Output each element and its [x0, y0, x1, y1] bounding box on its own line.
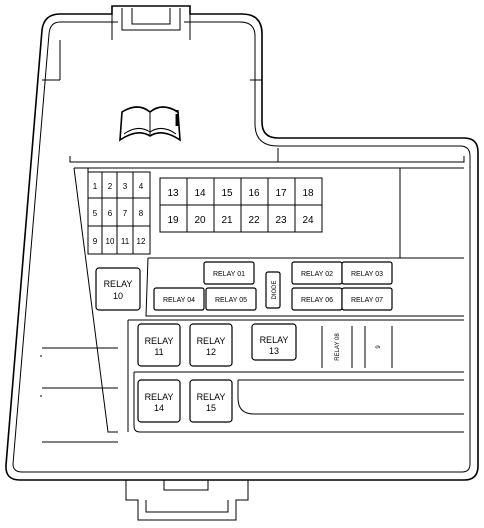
svg-text:RELAY 06: RELAY 06 — [301, 297, 333, 304]
relay-03: RELAY 03 — [341, 261, 393, 285]
svg-text:RELAY 04: RELAY 04 — [163, 297, 195, 304]
relay-02: RELAY 02 — [291, 261, 343, 285]
fuse-21: 21 — [221, 215, 233, 226]
fuse-15: 15 — [221, 188, 233, 199]
fuse-17: 17 — [275, 188, 287, 199]
svg-text:13: 13 — [269, 346, 279, 356]
relay-14: RELAY 14 — [137, 379, 181, 423]
relay-01: RELAY 01 — [203, 261, 255, 285]
fuse-9-small: 9 — [93, 237, 98, 246]
svg-text:RELAY 07: RELAY 07 — [351, 297, 383, 304]
relay-05: RELAY 05 — [205, 287, 257, 311]
owner-manual-icon: i — [119, 106, 181, 142]
fuse-12: 12 — [137, 237, 146, 246]
fuse-2: 2 — [108, 182, 113, 191]
svg-text:RELAY 05: RELAY 05 — [215, 297, 247, 304]
fuse-1: 1 — [93, 182, 98, 191]
svg-text:RELAY 08: RELAY 08 — [335, 333, 341, 361]
fuse-3: 3 — [123, 182, 128, 191]
fuse-23: 23 — [275, 215, 287, 226]
relay-04: RELAY 04 — [153, 287, 205, 311]
svg-text:15: 15 — [206, 403, 216, 413]
fuse-22: 22 — [248, 215, 260, 226]
fuse-box-outline — [5, 5, 479, 521]
fuse-19: 19 — [167, 215, 179, 226]
fuse-14: 14 — [194, 188, 206, 199]
relay-13: RELAY 13 — [251, 323, 297, 361]
svg-text:10: 10 — [113, 291, 123, 301]
fuse-13: 13 — [167, 188, 179, 199]
fuse-18: 18 — [302, 188, 314, 199]
fuse-16: 16 — [248, 188, 260, 199]
svg-text:RELAY: RELAY — [104, 279, 133, 289]
fuse-8: 8 — [139, 209, 144, 218]
fuse-20: 20 — [194, 215, 206, 226]
svg-text:14: 14 — [154, 403, 164, 413]
svg-text:RELAY: RELAY — [145, 392, 174, 402]
svg-text:RELAY: RELAY — [260, 335, 289, 345]
mid-fuse-grid: 13 14 15 16 17 18 19 20 21 22 23 24 — [159, 177, 323, 233]
svg-text:i: i — [174, 106, 180, 131]
relay-12: RELAY 12 — [189, 323, 233, 367]
svg-text:DIODE: DIODE — [272, 280, 278, 299]
fuse-5: 5 — [93, 209, 98, 218]
diode: DIODE — [265, 271, 281, 309]
fuse-6: 6 — [108, 209, 113, 218]
relay-15: RELAY 15 — [189, 379, 233, 423]
svg-text:9: 9 — [376, 345, 382, 349]
svg-text:RELAY: RELAY — [197, 392, 226, 402]
fuse-4: 4 — [139, 182, 144, 191]
svg-text:RELAY 01: RELAY 01 — [213, 271, 245, 278]
relay-10: RELAY 10 — [95, 267, 141, 311]
fuse-9-large: 9 — [364, 326, 393, 368]
relay-07: RELAY 07 — [341, 287, 393, 311]
relay-08: RELAY 08 — [321, 326, 353, 368]
svg-text:RELAY: RELAY — [197, 336, 226, 346]
fuse-11: 11 — [121, 237, 130, 246]
fuse-10: 10 — [106, 237, 115, 246]
fuse-24: 24 — [302, 215, 314, 226]
small-fuse-grid: 1 2 3 4 5 6 7 8 9 10 11 12 — [87, 171, 151, 255]
svg-text:RELAY 03: RELAY 03 — [351, 271, 383, 278]
fuse-7: 7 — [123, 209, 128, 218]
relay-06: RELAY 06 — [291, 287, 343, 311]
svg-text:RELAY 02: RELAY 02 — [301, 271, 333, 278]
svg-text:12: 12 — [206, 347, 216, 357]
svg-text:11: 11 — [154, 347, 163, 357]
svg-text:RELAY: RELAY — [145, 336, 174, 346]
relay-11: RELAY 11 — [137, 323, 181, 367]
